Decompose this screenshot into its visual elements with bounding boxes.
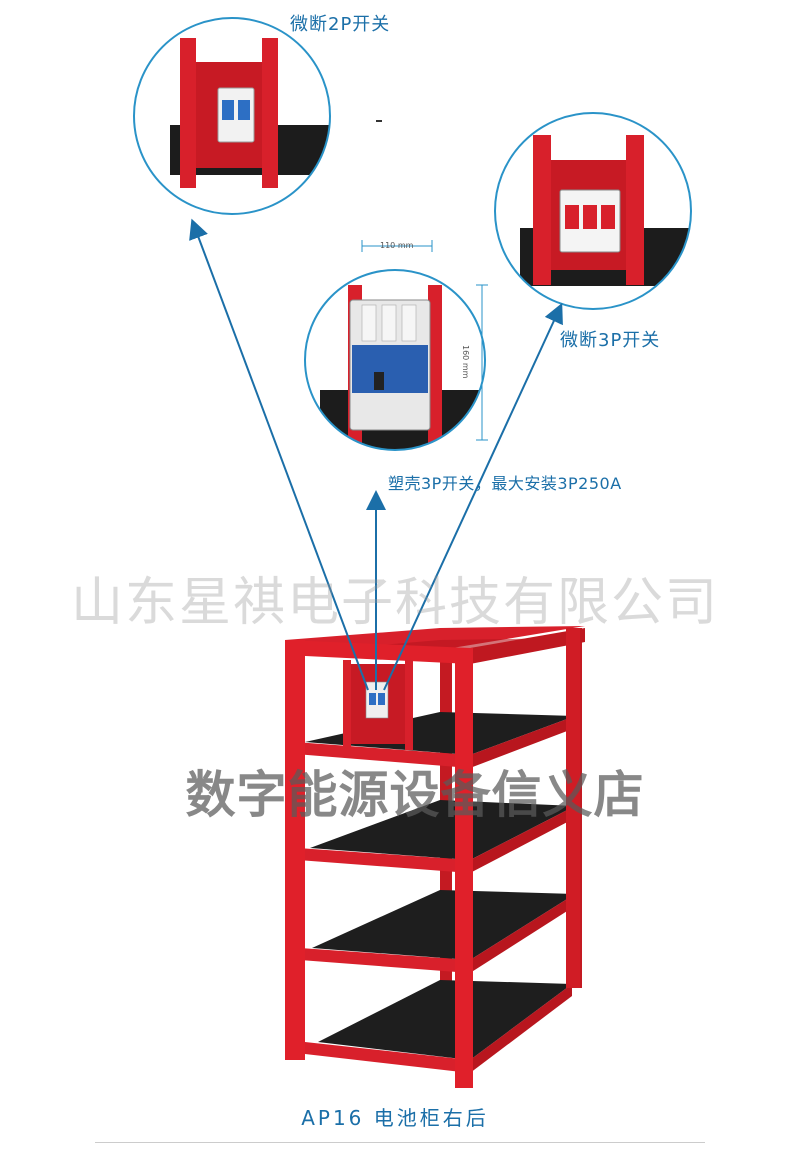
dimension-height: 160 mm bbox=[461, 345, 470, 379]
callout-circle-3p bbox=[494, 112, 692, 310]
watermark-company: 山东星祺电子科技有限公司 bbox=[70, 573, 719, 633]
divider bbox=[95, 1142, 705, 1143]
callout-circle-2p bbox=[133, 17, 331, 215]
dimension-width: 110 mm bbox=[380, 241, 414, 250]
callout-arrows bbox=[189, 218, 563, 691]
watermark-shop: 数字能源设备信义店 bbox=[185, 766, 645, 824]
product-caption: AP16 电池柜右后 bbox=[301, 1106, 489, 1130]
label-3p-mcb: 微断3P开关 bbox=[560, 330, 661, 351]
label-mccb: 塑壳3P开关，最大安装3P250A bbox=[388, 474, 622, 493]
label-2p-mcb: 微断2P开关 bbox=[290, 14, 391, 35]
battery-rack bbox=[285, 626, 585, 1088]
